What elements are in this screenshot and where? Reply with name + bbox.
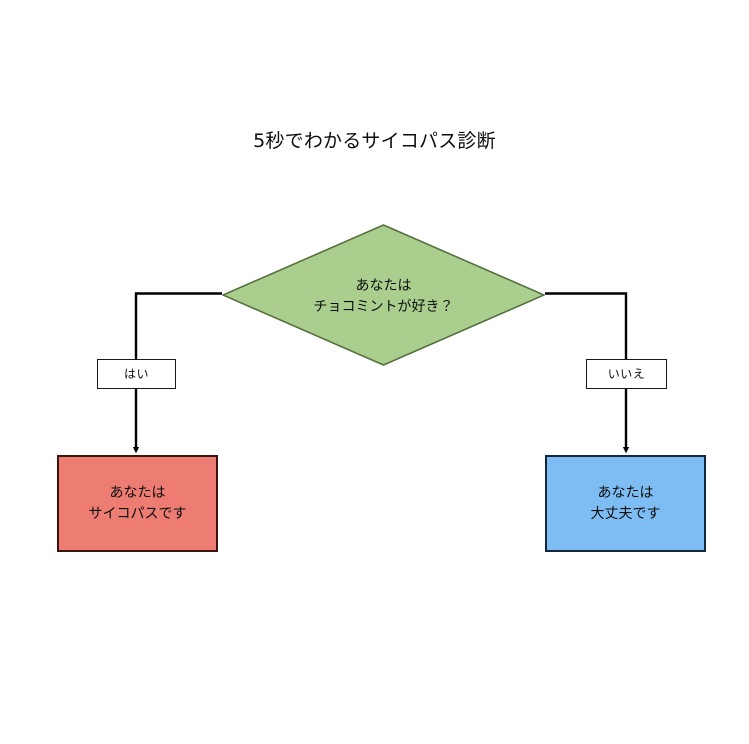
- result-node-psychopath-line2: サイコパスです: [88, 505, 187, 522]
- edge-label-yes[interactable]: はい: [97, 359, 176, 389]
- edge-label-yes-text: はい: [123, 367, 149, 381]
- result-node-psychopath[interactable]: あなたは サイコパスです: [57, 455, 218, 552]
- edge-no-path: [545, 292, 628, 359]
- edge-label-no-text: いいえ: [607, 367, 646, 381]
- result-node-psychopath-line1: あなたは: [109, 484, 166, 501]
- decision-node-text: あなたは チョコミントが好き？: [222, 224, 545, 366]
- edge-label-no[interactable]: いいえ: [586, 359, 667, 389]
- diamond-shape: [222, 224, 545, 366]
- result-node-safe-line1: あなたは: [597, 484, 654, 501]
- decision-node[interactable]: あなたは チョコミントが好き？: [222, 224, 545, 366]
- decision-node-line2: チョコミントが好き？: [313, 299, 454, 315]
- result-node-safe-line2: 大丈夫です: [590, 505, 661, 522]
- edge-yes-path: [134, 292, 222, 359]
- decision-node-line1: あなたは: [355, 278, 412, 294]
- result-node-safe[interactable]: あなたは 大丈夫です: [545, 455, 706, 552]
- page-title: 5秒でわかるサイコパス診断: [253, 130, 496, 152]
